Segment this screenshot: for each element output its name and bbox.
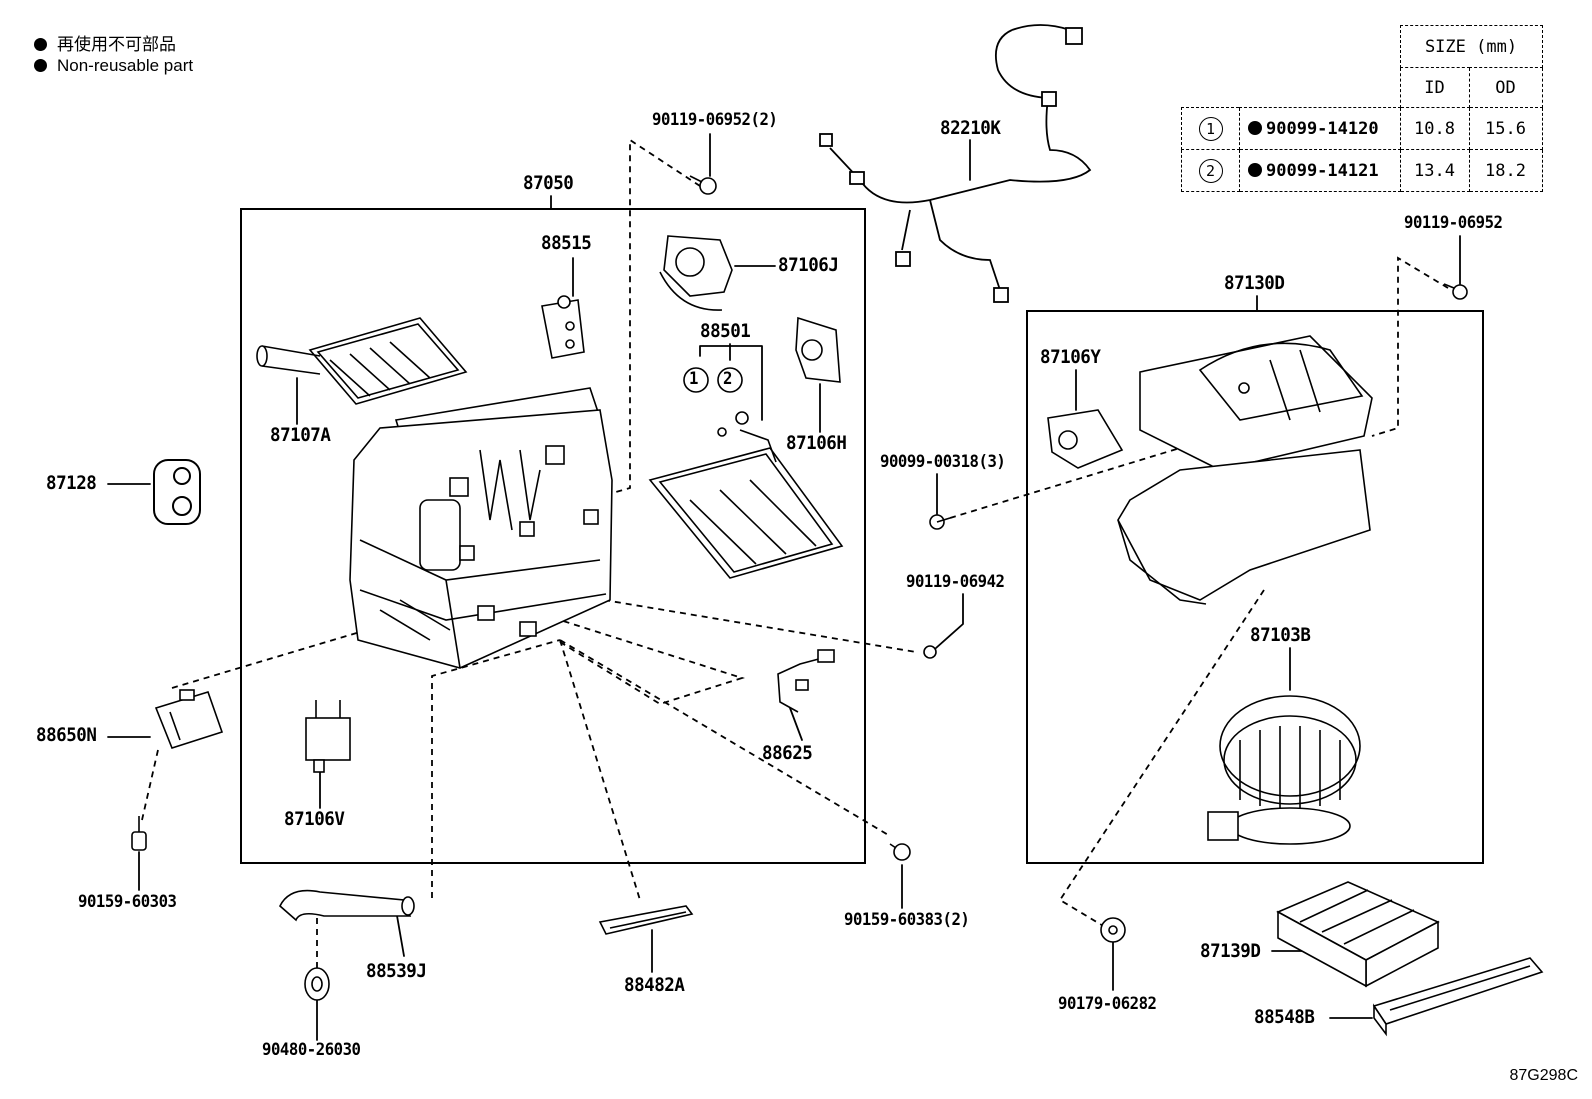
- size-od: 15.6: [1468, 107, 1543, 150]
- servo-motor-87106v-drawing: [305, 700, 351, 773]
- leader-line: [935, 593, 964, 649]
- label-88548b: 88548B: [1254, 1006, 1315, 1028]
- label-87103b: 87103B: [1250, 624, 1311, 646]
- non-reusable-dot-icon: [1248, 120, 1262, 135]
- label-87106v: 87106V: [284, 808, 345, 830]
- amplifier-drawing: [154, 689, 224, 749]
- dashed-connector: [949, 447, 1181, 519]
- drain-hose-drawing: [279, 889, 415, 922]
- assembly-box-87050: [240, 208, 866, 864]
- size-od: 18.2: [1468, 149, 1543, 192]
- label-90480-26030: 90480-26030: [262, 1040, 361, 1060]
- screw-drawing: [131, 816, 147, 851]
- dashed-connector: [559, 639, 641, 901]
- part-number: 90099-14121: [1266, 160, 1379, 181]
- label-90159-60383: 90159-60383(2): [844, 910, 970, 930]
- label-87128: 87128: [46, 472, 97, 494]
- blower-case-drawing: [1117, 335, 1373, 605]
- row-index-badge: 1: [1198, 116, 1223, 141]
- label-88482a: 88482A: [624, 974, 685, 996]
- label-90159-60303: 90159-60303: [78, 892, 177, 912]
- size-col-od: OD: [1468, 67, 1543, 108]
- size-id: 10.8: [1399, 107, 1470, 150]
- label-87130d: 87130D: [1224, 272, 1285, 294]
- duct-drawing: [598, 905, 694, 935]
- label-82210k: 82210K: [940, 117, 1001, 139]
- label-90119-06952: 90119-06952: [1404, 213, 1503, 233]
- label-90179-06282: 90179-06282: [1058, 994, 1157, 1014]
- dashed-connector: [141, 749, 159, 821]
- o-ring-drawing: [683, 367, 749, 437]
- dashed-connector: [603, 599, 917, 653]
- dashed-connector: [171, 625, 381, 689]
- label-90119-06942: 90119-06942: [906, 572, 1005, 592]
- heater-core-drawing: [256, 317, 468, 405]
- label-circle-2: 2: [723, 369, 732, 389]
- label-87107a: 87107A: [270, 424, 331, 446]
- expansion-valve-drawing: [541, 295, 585, 359]
- servo-motor-87106y-drawing: [1047, 409, 1124, 469]
- label-88539j: 88539J: [366, 960, 427, 982]
- label-87106y: 87106Y: [1040, 346, 1101, 368]
- label-87106h: 87106H: [786, 432, 847, 454]
- ac-unit-case-drawing: [349, 387, 613, 669]
- label-87139d: 87139D: [1200, 940, 1261, 962]
- legend-non-reusable-en: Non-reusable part: [34, 56, 193, 76]
- label-88650n: 88650N: [36, 724, 97, 746]
- dashed-connector: [559, 619, 745, 705]
- air-filter-drawing: [1276, 881, 1440, 988]
- bullet-icon: [34, 38, 47, 51]
- row-index-badge: 2: [1198, 158, 1223, 183]
- filter-cover-drawing: [1372, 957, 1544, 1037]
- bullet-icon: [34, 59, 47, 72]
- assembly-box-87130d: [1026, 310, 1484, 864]
- screw-drawing: [889, 843, 911, 861]
- label-circle-1: 1: [689, 369, 698, 389]
- label-88625: 88625: [762, 742, 813, 764]
- table-row: 2 90099-14121 13.4 18.2: [1181, 149, 1543, 192]
- label-87106j: 87106J: [778, 254, 839, 276]
- legend-text-en: Non-reusable part: [57, 56, 194, 75]
- label-87050: 87050: [523, 172, 574, 194]
- leader-line: [699, 345, 763, 421]
- clip-drawing: [1100, 917, 1126, 943]
- label-88515: 88515: [541, 232, 592, 254]
- blower-motor-drawing: [1207, 695, 1361, 845]
- drawing-code: 87G298C: [1509, 1067, 1579, 1084]
- grommet-drawing: [153, 459, 201, 525]
- legend-text-jp: 再使用不可部品: [57, 35, 176, 54]
- servo-motor-87106j-drawing: [659, 235, 733, 311]
- part-number: 90099-14120: [1266, 118, 1379, 139]
- leader-line: [395, 909, 405, 957]
- dashed-connector: [431, 639, 561, 898]
- dashed-connector: [559, 639, 891, 837]
- grommet-small-drawing: [304, 967, 330, 1001]
- label-88501: 88501: [700, 320, 751, 342]
- label-90119-06952-2: 90119-06952(2): [652, 110, 778, 130]
- size-table: SIZE (mm) ID OD 1 90099-14120 10.8 15.6 …: [1181, 25, 1543, 192]
- table-row: 1 90099-14120 10.8 15.6: [1181, 107, 1543, 150]
- screw-drawing: [689, 175, 1468, 659]
- leader-line: [789, 707, 803, 741]
- dashed-connector: [1371, 256, 1449, 437]
- wire-harness-drawing: [819, 24, 1092, 303]
- servo-motor-87106h-drawing: [795, 316, 841, 383]
- label-90099-00318: 90099-00318(3): [880, 452, 1006, 472]
- dashed-connector: [1058, 589, 1265, 931]
- sensor-drawing: [777, 649, 835, 713]
- size-col-id: ID: [1399, 67, 1470, 108]
- non-reusable-dot-icon: [1248, 162, 1262, 177]
- legend-non-reusable-jp: 再使用不可部品: [34, 30, 176, 55]
- size-table-header: SIZE (mm): [1399, 25, 1543, 68]
- evaporator-drawing: [648, 429, 844, 579]
